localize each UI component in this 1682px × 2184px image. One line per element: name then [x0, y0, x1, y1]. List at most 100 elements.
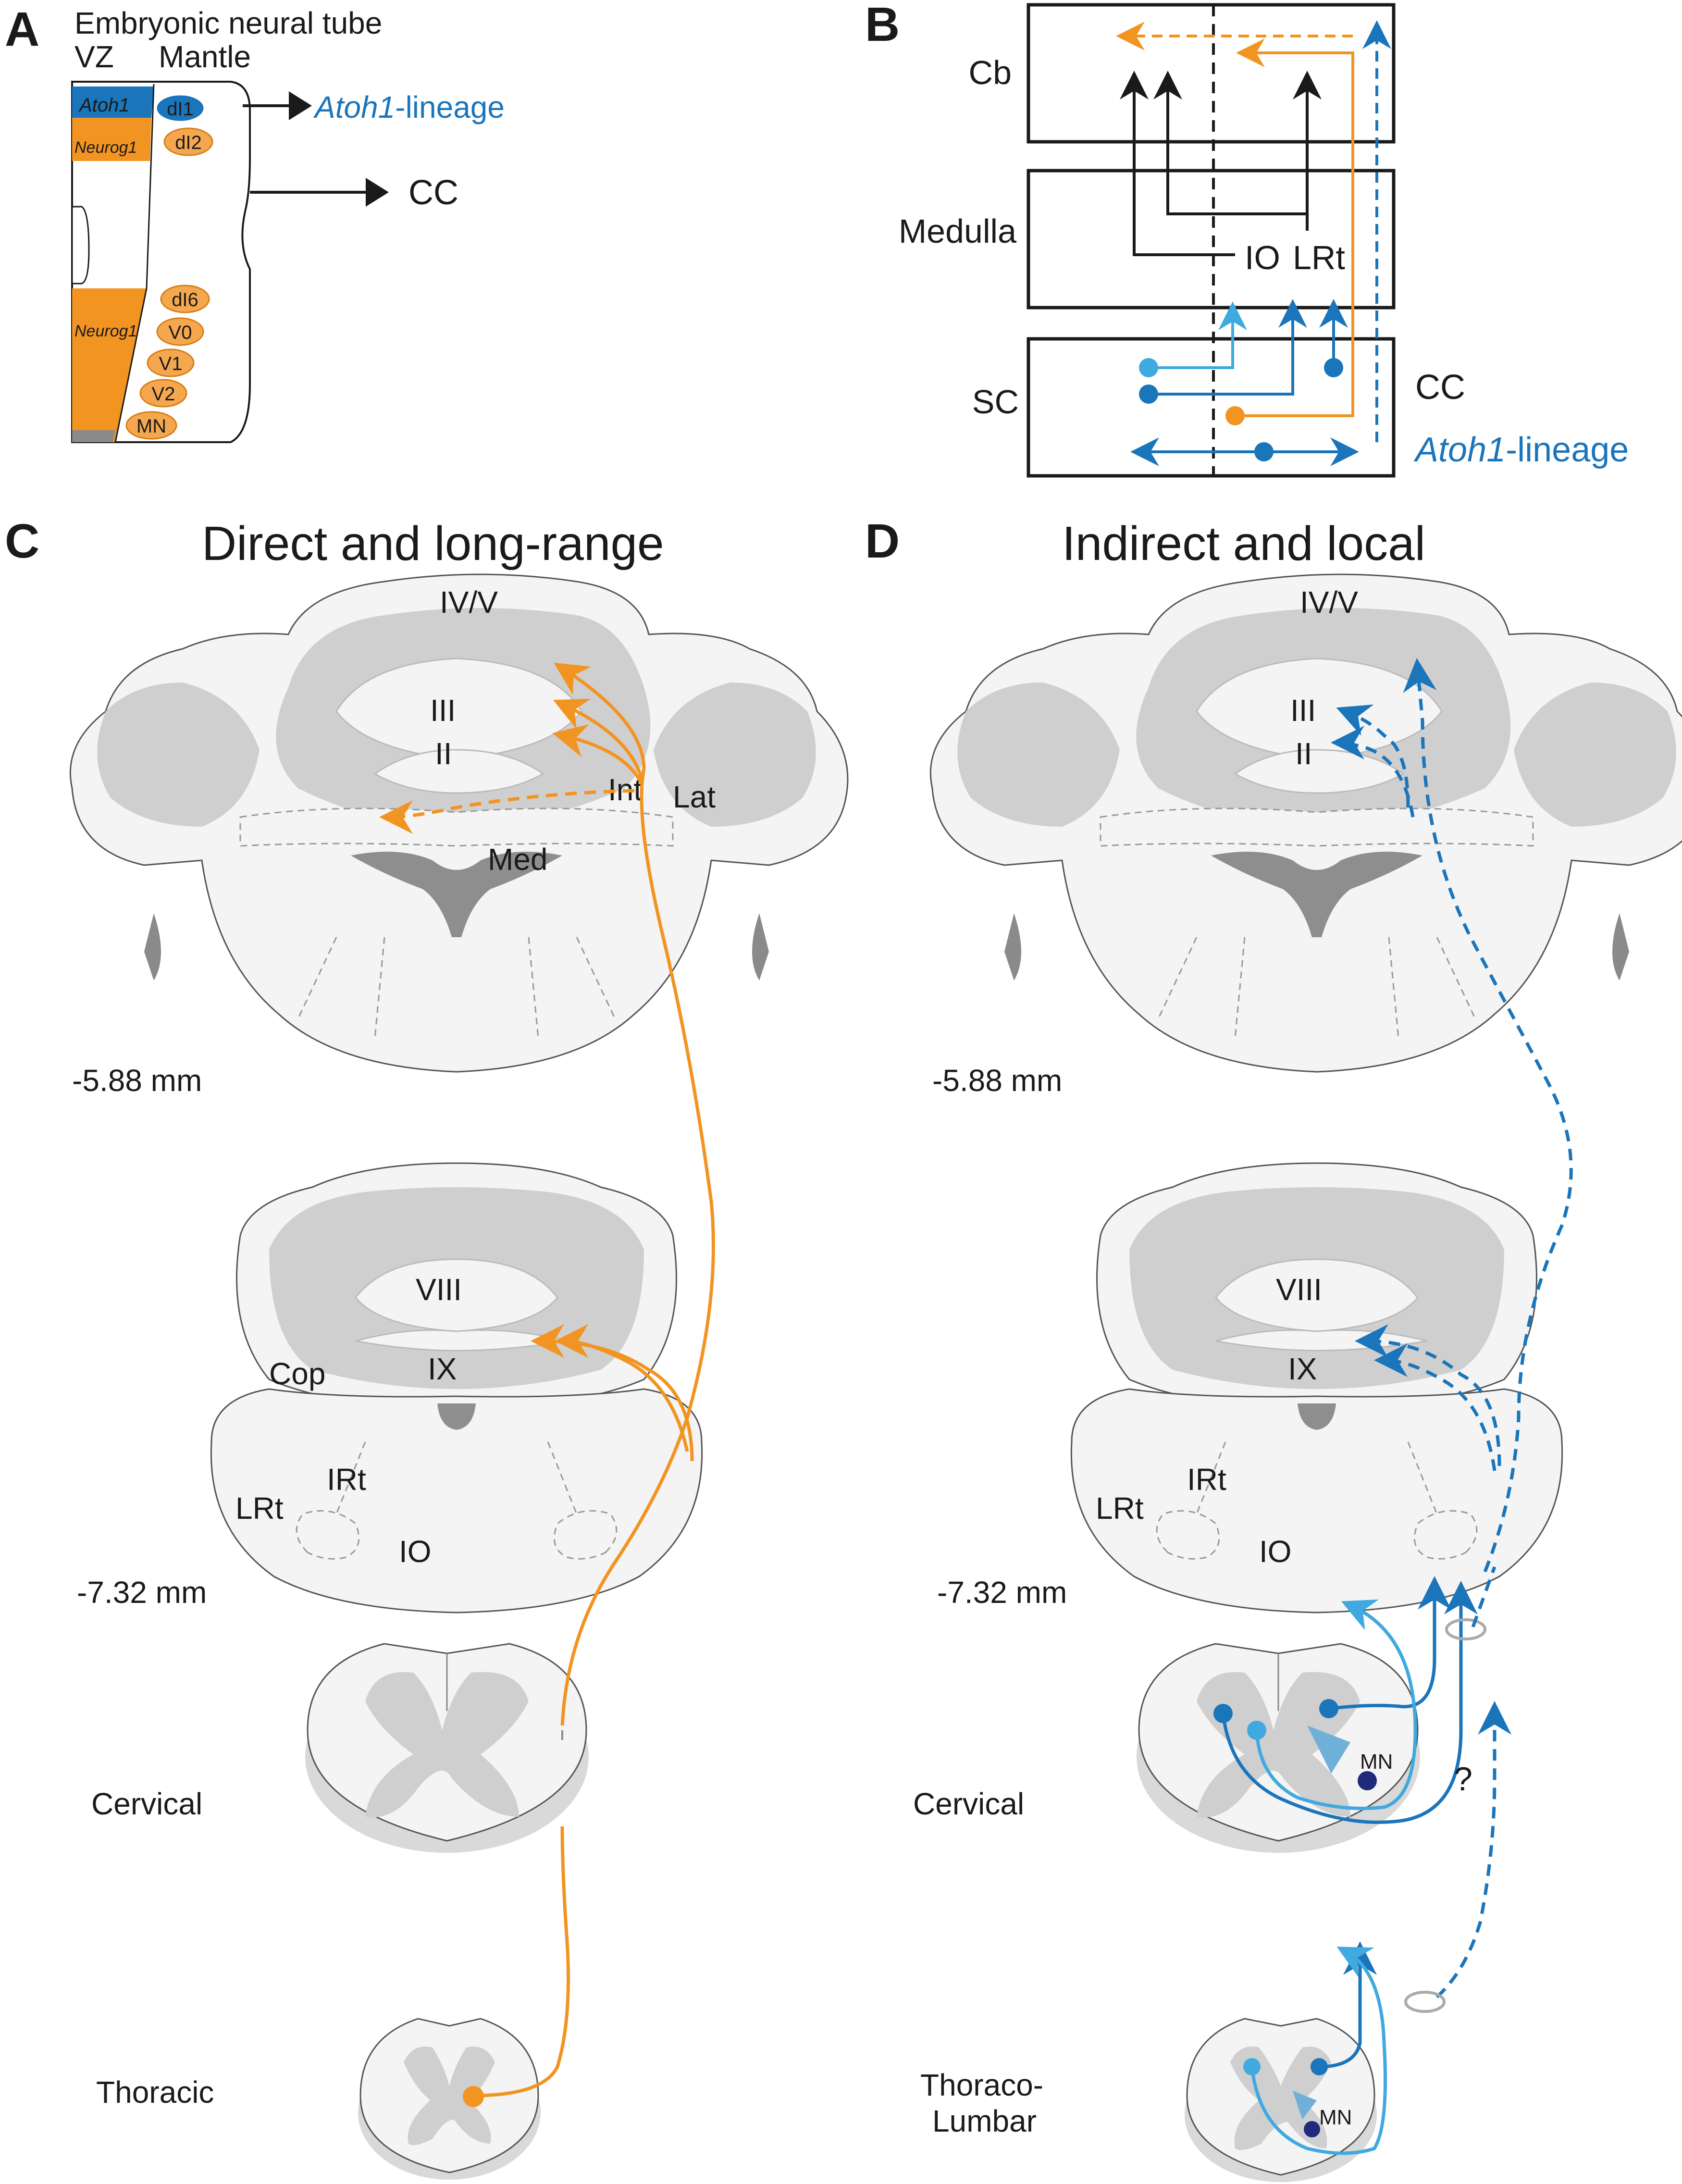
spinal-cord-cervical-d	[1137, 1643, 1420, 1853]
hemisphere-left-gray	[97, 682, 260, 827]
hemisphere-right-gray	[654, 682, 816, 827]
cc-branch-iii-c	[553, 698, 643, 779]
lobule-iii-label-d: III	[1290, 693, 1316, 728]
vz-label: VZ	[74, 39, 114, 74]
spinal-cord-thoracic-c	[358, 2018, 541, 2180]
lobule-iii-label-c: III	[430, 693, 456, 728]
dashed-to-ix-arrow-2	[1374, 1343, 1496, 1471]
panel-d: D Indirect and local IV/V III II -5.88 m…	[865, 514, 1682, 2182]
panel-d-letter: D	[865, 514, 900, 568]
irt-label-c: IRt	[327, 1462, 366, 1497]
cc-cell-body-c	[463, 2086, 484, 2107]
cb-box	[1027, 3, 1396, 144]
cc-branch-ii-c	[552, 724, 643, 784]
tract-line-2-d	[1234, 937, 1246, 1039]
cervical-neuron-blue-1	[1319, 1699, 1338, 1718]
mn-label-thoracolumbar: MN	[1319, 2106, 1352, 2129]
lobule-iv-v-label-c: IV/V	[440, 585, 498, 620]
sc-box	[1027, 337, 1396, 478]
sc-neuron-blue-1	[1139, 385, 1158, 404]
sc-neuron-blue-2	[1324, 358, 1343, 377]
lobule-ii-iii-inner	[373, 749, 544, 794]
cell-v2: V2	[139, 379, 187, 408]
cell-di2-label: dI2	[175, 132, 202, 153]
mantle-label: Mantle	[159, 39, 251, 74]
io-label-c: IO	[399, 1534, 432, 1569]
ascending-origin-ring-lower	[1404, 1991, 1446, 2013]
panel-c: C Direct and long-range IV/V III II Int …	[5, 514, 849, 2180]
lobule-iv-v-label-d: IV/V	[1300, 585, 1358, 620]
cell-pools: dI1 dI2 dI6 V0 V1 V2	[125, 94, 213, 440]
local-to-mn-arrowhead-cervical	[1307, 1725, 1350, 1774]
panel-a-letter: A	[5, 2, 39, 56]
tract-line-4	[576, 937, 616, 1019]
lrt-label-c: LRt	[235, 1491, 284, 1526]
cell-di6: dI6	[160, 285, 210, 313]
lobule-ix-label-c: IX	[428, 1352, 457, 1386]
mn-label-cervical: MN	[1360, 1750, 1393, 1774]
cell-di2: dI2	[163, 127, 213, 156]
brainstem-lower-outline-d	[1070, 1388, 1563, 1613]
cc-label-a: CC	[408, 174, 458, 212]
neurog1-domain-label-bottom: Neurog1	[74, 322, 137, 340]
lumbar-label-d: Lumbar	[932, 2104, 1037, 2138]
cord-cervical-gray-matter-c	[365, 1672, 529, 1818]
lobule-ix-label-d: IX	[1288, 1352, 1317, 1386]
thoracolumbar-neuron-lightblue	[1243, 2058, 1261, 2075]
cell-v0-label: V0	[169, 322, 192, 343]
cc-branch-iv-v-c	[554, 662, 646, 769]
lrt-label-b: LRt	[1293, 239, 1345, 276]
neurog1-domain-label-top: Neurog1	[74, 138, 137, 157]
cc-ipsi-arrow	[1235, 38, 1354, 417]
dashed-to-ii-arrow	[1331, 726, 1415, 818]
lobule-viii-inner	[355, 1258, 558, 1332]
lobule-viii-inner-d	[1215, 1258, 1419, 1332]
cervical-neuron-blue-2	[1213, 1704, 1233, 1723]
lrt-label-d: LRt	[1096, 1491, 1144, 1526]
tract-line-4-d	[1436, 937, 1476, 1019]
thoracolumbar-ascending-lightblue	[1250, 1947, 1387, 2155]
cervical-to-lrt-arrow-2	[1221, 1581, 1478, 1824]
central-canal-lower	[437, 1403, 476, 1430]
medulla-label: Medulla	[899, 212, 1016, 250]
thoracic-label-c: Thoracic	[96, 2075, 214, 2110]
irt-line-left-d	[1196, 1441, 1226, 1514]
deep-nuclei-band-d	[1100, 807, 1534, 847]
flocculus-left-dark-d	[1004, 913, 1021, 980]
cc-axon-thoracic-c	[473, 1826, 570, 2097]
section-cerebellum-lower-d	[1070, 1162, 1563, 1613]
dashed-thoracolumbar-ascending-arrow	[1435, 1701, 1511, 1998]
cell-di6-label: dI6	[172, 289, 198, 310]
cervical-neuron-lightblue	[1247, 1721, 1266, 1740]
lobule-ii-label-c: II	[435, 736, 452, 771]
sc-to-io-arrow	[1149, 301, 1247, 369]
atoh1-lineage-label-a: Atoh1-lineage	[313, 90, 505, 124]
flocculus-left-dark	[144, 913, 161, 980]
section-cerebellum-upper: IV/V III II Int Lat Med	[69, 573, 849, 1073]
io-to-cb-arrow	[1120, 71, 1235, 256]
dashed-origin-link-upper	[1471, 1566, 1496, 1628]
fourth-ventricle-d	[1211, 852, 1422, 937]
lobule-ii-iii-inner-d	[1234, 749, 1405, 794]
cord-thoracic-gray-matter-c	[404, 2047, 495, 2146]
deep-nuclei-band	[239, 807, 674, 847]
cell-v0: V0	[156, 317, 204, 346]
ascending-origin-ring-upper	[1445, 1618, 1486, 1640]
sc-to-lrt-arrow-1	[1149, 299, 1307, 396]
cc-neuron	[1225, 406, 1245, 425]
tract-line-3	[528, 937, 539, 1039]
cervical-label-d: Cervical	[913, 1787, 1024, 1821]
section-cerebellum-lower: VIII IX Cop IRt LRt IO	[210, 1162, 703, 1613]
cc-branch-ix-2-c	[555, 1324, 689, 1452]
tract-line-3-d	[1388, 937, 1399, 1039]
io-label-d: IO	[1259, 1534, 1292, 1569]
dashed-to-iv-v-arrow	[1403, 658, 1573, 1573]
cell-mn-label: MN	[136, 416, 166, 437]
cervical-label-c: Cervical	[91, 1787, 202, 1821]
sc-neuron-local	[1254, 442, 1274, 461]
cell-v2-label: V2	[152, 384, 175, 405]
cervical-to-lrt-arrow-1	[1328, 1576, 1451, 1711]
cell-v1-label: V1	[159, 353, 183, 374]
panel-c-title: Direct and long-range	[202, 517, 664, 571]
